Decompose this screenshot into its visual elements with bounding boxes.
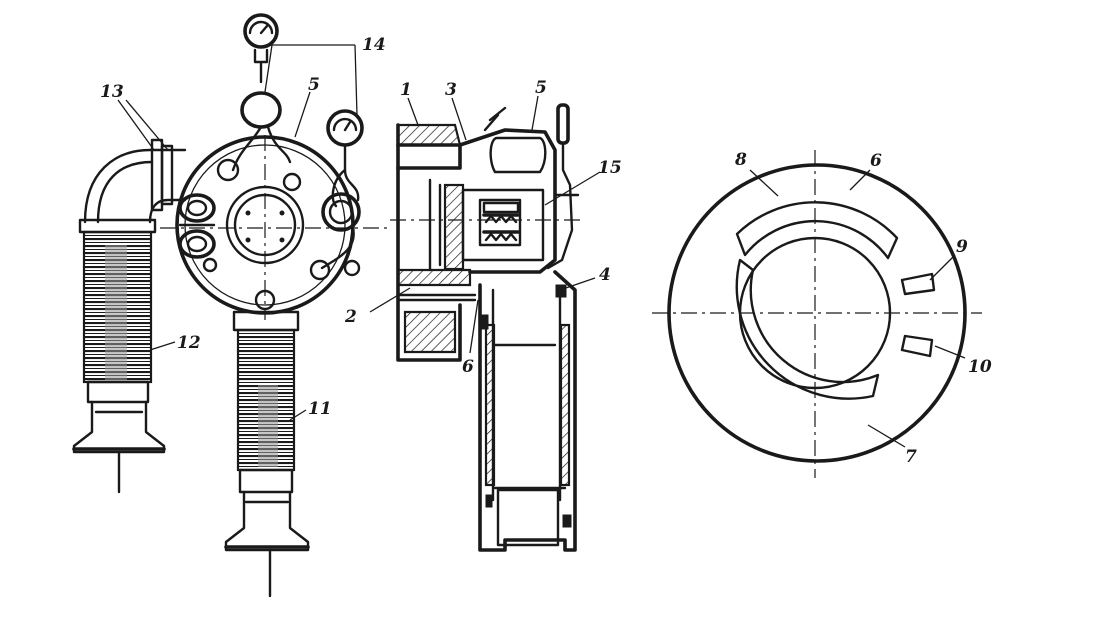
label-15: 15 bbox=[598, 158, 622, 178]
label-5-front: 5 bbox=[308, 75, 320, 95]
front-view bbox=[72, 13, 390, 598]
leaders-ring bbox=[749, 169, 966, 448]
label-10: 10 bbox=[968, 357, 992, 377]
leaders-front bbox=[117, 44, 358, 421]
label-14: 14 bbox=[362, 35, 386, 55]
label-6-section: 6 bbox=[462, 357, 474, 377]
label-2: 2 bbox=[344, 307, 357, 327]
leaders-section bbox=[369, 95, 601, 354]
label-5-section: 5 bbox=[535, 78, 547, 98]
label-6-ring: 6 bbox=[870, 151, 882, 171]
bellows-bottom bbox=[224, 310, 310, 598]
label-12: 12 bbox=[177, 333, 201, 353]
label-11: 11 bbox=[308, 399, 332, 419]
section-view bbox=[369, 95, 601, 552]
bellows-left bbox=[72, 218, 166, 494]
gauges bbox=[231, 13, 364, 270]
elbow-pipe bbox=[83, 138, 187, 224]
rotor-body bbox=[160, 135, 390, 320]
ring-plate bbox=[652, 150, 982, 478]
label-9: 9 bbox=[956, 237, 968, 257]
label-8: 8 bbox=[734, 150, 747, 170]
label-7: 7 bbox=[905, 447, 917, 467]
label-3: 3 bbox=[445, 80, 457, 100]
label-13: 13 bbox=[100, 82, 124, 102]
label-1: 1 bbox=[400, 80, 412, 100]
label-4: 4 bbox=[599, 265, 611, 285]
part-labels: 13 14 5 12 11 1 3 5 15 4 2 6 8 6 9 10 7 bbox=[100, 35, 992, 467]
